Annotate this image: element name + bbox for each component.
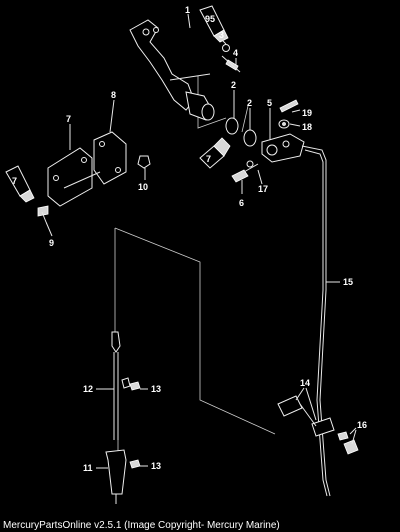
nut-10 [137,155,151,169]
callouts: 1 3 4 2 2 5 8 7 19 18 17 6 10 9 15 14 16… [49,5,367,473]
callout-14: 14 [300,378,310,388]
coupler-11 [105,449,127,504]
callout-12: 12 [83,384,93,394]
callout-3: 3 [219,30,224,40]
callout-15: 15 [343,277,353,287]
screw-and-washer [221,44,241,73]
callout-19: 19 [302,108,312,118]
callout-6: 6 [239,198,244,208]
callout-2a: 2 [231,80,236,90]
grease-tube-mid: 7 [199,137,231,169]
tube-label-mid: 7 [206,154,211,164]
callout-4: 4 [233,48,238,58]
copyright-footer: MercuryPartsOnline v2.5.1 (Image Copyrig… [3,520,280,531]
callout-13a: 13 [151,384,161,394]
screw-9 [37,205,49,223]
callout-10: 10 [138,182,148,192]
callout-9: 9 [49,238,54,248]
callout-8: 8 [111,90,116,100]
callout-18: 18 [302,122,312,132]
callout-16: 16 [357,420,367,430]
rod-12 [111,331,131,440]
shift-lever-bracket [129,19,215,121]
clip-assembly [277,395,359,455]
grease-tube-left: 7 [5,165,35,203]
tube-label-left: 7 [12,176,17,186]
callout-2b: 2 [247,98,252,108]
pin-and-washer [278,99,299,129]
leader-lines [45,13,357,469]
cover-plate-8 [63,131,127,189]
shift-block [261,133,305,163]
screw-13-lower [129,459,141,469]
gasket-7 [47,147,93,207]
retaining-rings [225,117,257,147]
callout-7: 7 [66,114,71,124]
callout-1: 1 [185,5,190,15]
screw-6 [231,160,259,183]
screw-13-upper [129,381,141,391]
tube-label-top: 95 [205,14,215,24]
callout-17: 17 [258,184,268,194]
callout-11: 11 [83,463,93,473]
shift-rod [301,145,331,497]
callout-13b: 13 [151,461,161,471]
callout-5: 5 [267,98,272,108]
grease-tube-top: 95 [199,5,229,43]
